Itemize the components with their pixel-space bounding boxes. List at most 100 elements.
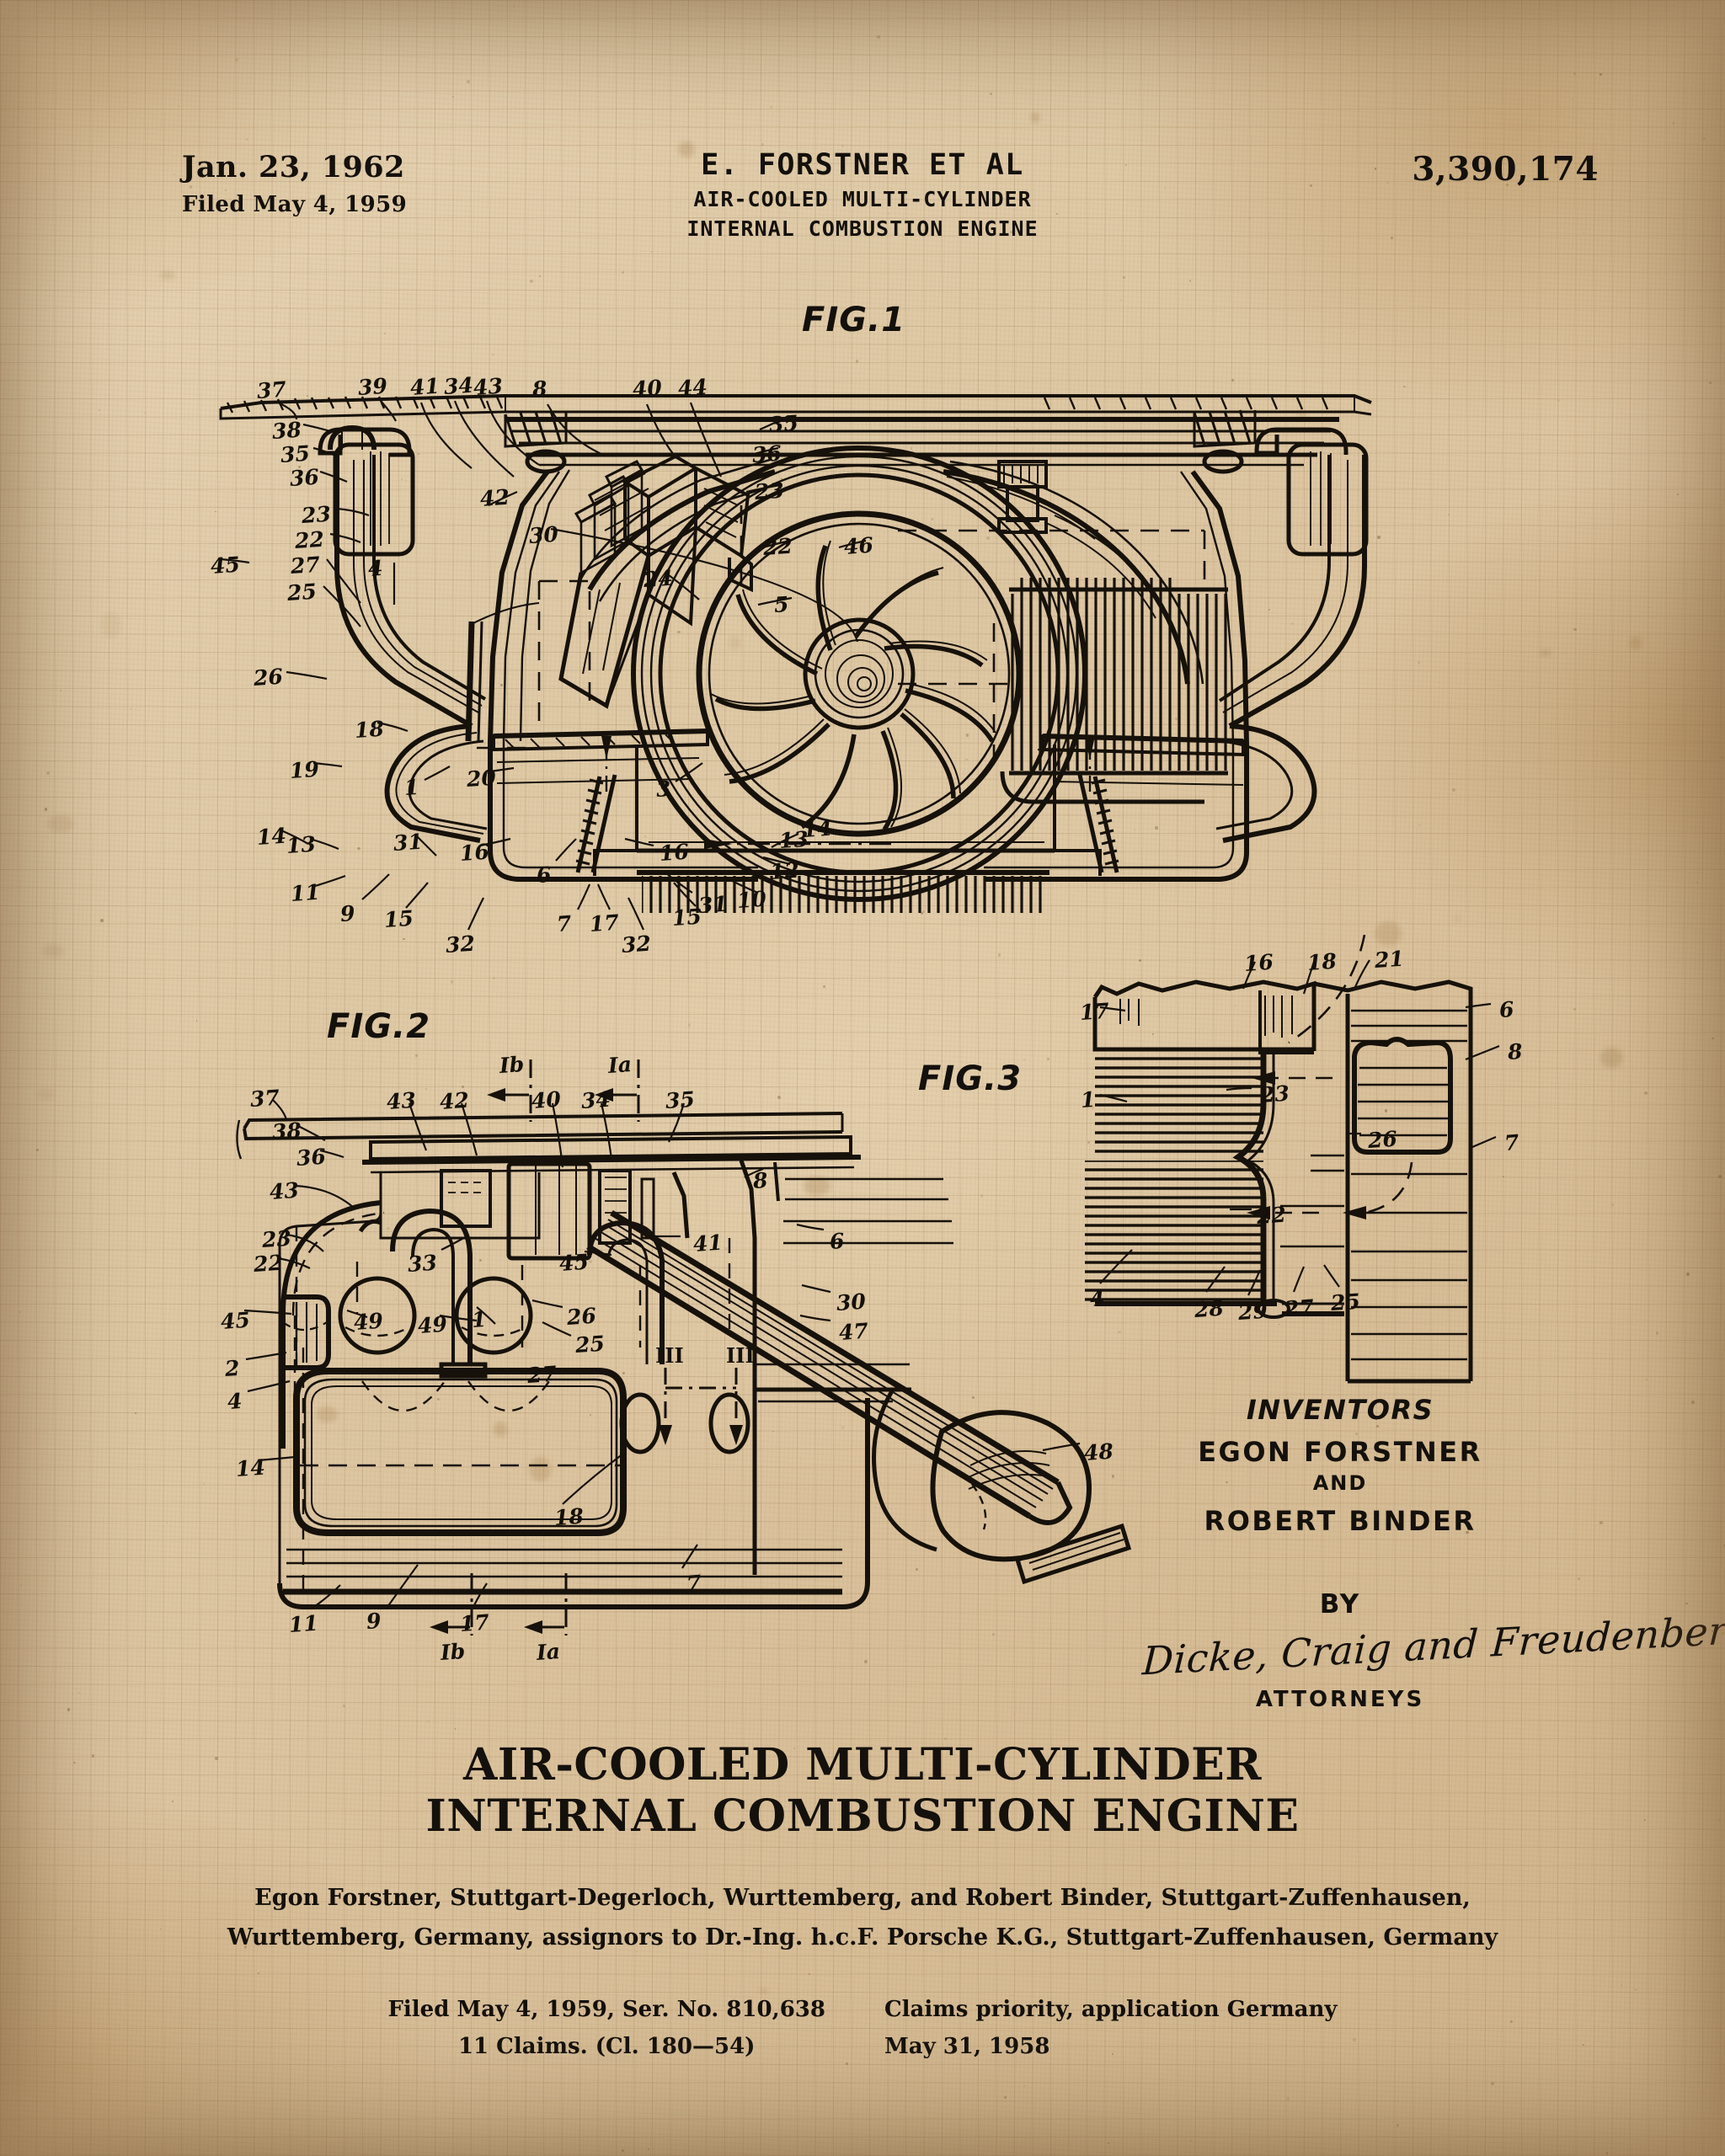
fig1-label: FIG.1 xyxy=(802,301,906,339)
reference-numeral: 6 xyxy=(828,1228,846,1254)
reference-numeral: Ib xyxy=(439,1638,467,1665)
reference-numeral: 35 xyxy=(767,410,799,437)
reference-numeral: 42 xyxy=(438,1087,470,1114)
reference-numeral: Ib xyxy=(498,1051,526,1078)
reference-numeral: 25 xyxy=(1329,1289,1361,1315)
footer-priority-date: May 31, 1958 xyxy=(884,2034,1050,2060)
reference-numeral: 13 xyxy=(285,831,317,858)
footer-block: AIR-COOLED MULTI-CYLINDER INTERNAL COMBU… xyxy=(0,1739,1725,2066)
reference-numeral: 8 xyxy=(751,1167,769,1193)
reference-numeral: 5 xyxy=(772,591,790,617)
reference-numeral: 39 xyxy=(356,373,388,400)
reference-numeral: 23 xyxy=(260,1225,292,1252)
reference-numeral: 34 xyxy=(579,1086,611,1113)
reference-numeral: 17 xyxy=(1078,998,1110,1025)
reference-numeral: 18 xyxy=(553,1503,585,1530)
reference-numeral: 43 xyxy=(268,1177,300,1204)
reference-numeral: 48 xyxy=(1082,1438,1114,1465)
reference-numeral: 15 xyxy=(382,905,414,932)
reference-numeral: 21 xyxy=(1373,946,1405,973)
reference-numeral: 9 xyxy=(365,1608,382,1634)
reference-numeral: 46 xyxy=(842,532,874,559)
fig2-label: FIG.2 xyxy=(327,1007,431,1046)
reference-numeral: 40 xyxy=(631,375,663,402)
header-title-line2: INTERNAL COMBUSTION ENGINE xyxy=(686,216,1039,241)
footer-title-line2: INTERNAL COMBUSTION ENGINE xyxy=(425,1790,1300,1843)
reference-numeral: 31 xyxy=(697,891,729,918)
inventors-heading: INVENTORS xyxy=(1246,1394,1434,1426)
reference-numeral: 40 xyxy=(530,1086,562,1113)
reference-numeral: 7 xyxy=(1503,1129,1520,1155)
attorneys-label: ATTORNEYS xyxy=(1255,1687,1425,1712)
reference-numeral: 42 xyxy=(478,484,510,511)
reference-numeral: 23 xyxy=(1258,1081,1290,1107)
reference-numeral: 49 xyxy=(416,1311,448,1338)
reference-numeral: 24 xyxy=(642,565,674,592)
reference-numeral: 26 xyxy=(1366,1126,1398,1153)
reference-numeral: 34 xyxy=(442,372,474,399)
reference-numeral: 30 xyxy=(527,521,559,548)
header-filed: Filed May 4, 1959 xyxy=(182,192,408,217)
reference-numeral: 11 xyxy=(289,879,321,906)
reference-numeral: 11 xyxy=(287,1610,319,1637)
reference-numeral: 27 xyxy=(526,1361,558,1388)
reference-numeral: 4 xyxy=(226,1388,243,1414)
reference-numeral: 17 xyxy=(458,1609,490,1636)
footer-priority-column: Claims priority, application Germany May… xyxy=(884,1991,1338,2065)
footer-filed-line: Filed May 4, 1959, Ser. No. 810,638 xyxy=(387,1997,825,2023)
reference-numeral: 49 xyxy=(352,1308,384,1335)
footer-priority-line: Claims priority, application Germany xyxy=(884,1997,1338,2023)
reference-numeral: 45 xyxy=(219,1307,251,1334)
reference-numeral: 12 xyxy=(768,857,800,884)
footer-filing-column: Filed May 4, 1959, Ser. No. 810,638 11 C… xyxy=(387,1991,825,2065)
reference-numeral: 16 xyxy=(458,839,490,866)
reference-numeral: 22 xyxy=(761,533,793,560)
by-label: BY xyxy=(1319,1589,1361,1620)
inventors-and: AND xyxy=(1312,1471,1368,1495)
reference-numeral: 14 xyxy=(255,823,287,850)
patent-number: 3,390,174 xyxy=(1412,150,1599,189)
reference-numeral: 43 xyxy=(385,1087,417,1114)
reference-numeral: 2 xyxy=(223,1355,241,1381)
reference-numeral: 1 xyxy=(470,1306,488,1332)
reference-numeral: 19 xyxy=(288,756,320,783)
reference-numeral: 27 xyxy=(289,552,321,579)
reference-numeral: 35 xyxy=(279,440,311,467)
reference-numeral: 8 xyxy=(531,376,548,402)
reference-numeral: 7 xyxy=(685,1570,702,1596)
reference-numeral: 33 xyxy=(406,1250,438,1277)
footer-authors-line2: Wurttemberg, Germany, assignors to Dr.-I… xyxy=(227,1924,1498,1951)
reference-numeral: 23 xyxy=(300,501,332,528)
header-date: Jan. 23, 1962 xyxy=(182,150,405,184)
reference-numeral: 23 xyxy=(753,478,785,504)
inventor-name-2: ROBERT BINDER xyxy=(1204,1505,1477,1537)
footer-authors-line1: Egon Forstner, Stuttgart-Degerloch, Wurt… xyxy=(254,1884,1471,1911)
attorney-signature: Dicke, Craig and Freudenberg xyxy=(1140,1606,1725,1684)
reference-numeral: 45 xyxy=(558,1249,590,1276)
reference-numeral: 16 xyxy=(1242,949,1274,976)
reference-numeral: 20 xyxy=(465,765,497,792)
reference-numeral: 32 xyxy=(444,931,476,958)
reference-numeral: 6 xyxy=(1498,996,1515,1022)
reference-numeral: 28 xyxy=(1193,1295,1225,1322)
footer-claims-line: 11 Claims. (Cl. 180—54) xyxy=(457,2034,756,2060)
reference-numeral: 18 xyxy=(1306,948,1338,975)
reference-numeral: 18 xyxy=(353,716,385,743)
reference-numeral: 15 xyxy=(670,904,702,931)
reference-numeral: 38 xyxy=(270,417,302,444)
reference-numeral: 32 xyxy=(620,931,652,958)
reference-numeral: 14 xyxy=(234,1454,266,1481)
reference-numeral: 8 xyxy=(1506,1038,1524,1065)
reference-numeral: 35 xyxy=(664,1086,696,1113)
reference-numeral: 44 xyxy=(676,374,708,401)
reference-numeral: 4 xyxy=(1088,1285,1106,1311)
reference-numeral: 7 xyxy=(555,910,573,937)
reference-numeral: 6 xyxy=(535,862,553,888)
reference-numeral: 36 xyxy=(288,464,320,491)
reference-numeral: Ia xyxy=(535,1639,561,1665)
inventors-block: INVENTORS EGON FORSTNER AND ROBERT BINDE… xyxy=(1140,1394,1725,1712)
reference-numeral: 26 xyxy=(252,664,284,691)
reference-numeral: 22 xyxy=(252,1250,284,1277)
reference-numeral: 36 xyxy=(750,440,782,467)
reference-numeral: Ia xyxy=(606,1052,633,1078)
